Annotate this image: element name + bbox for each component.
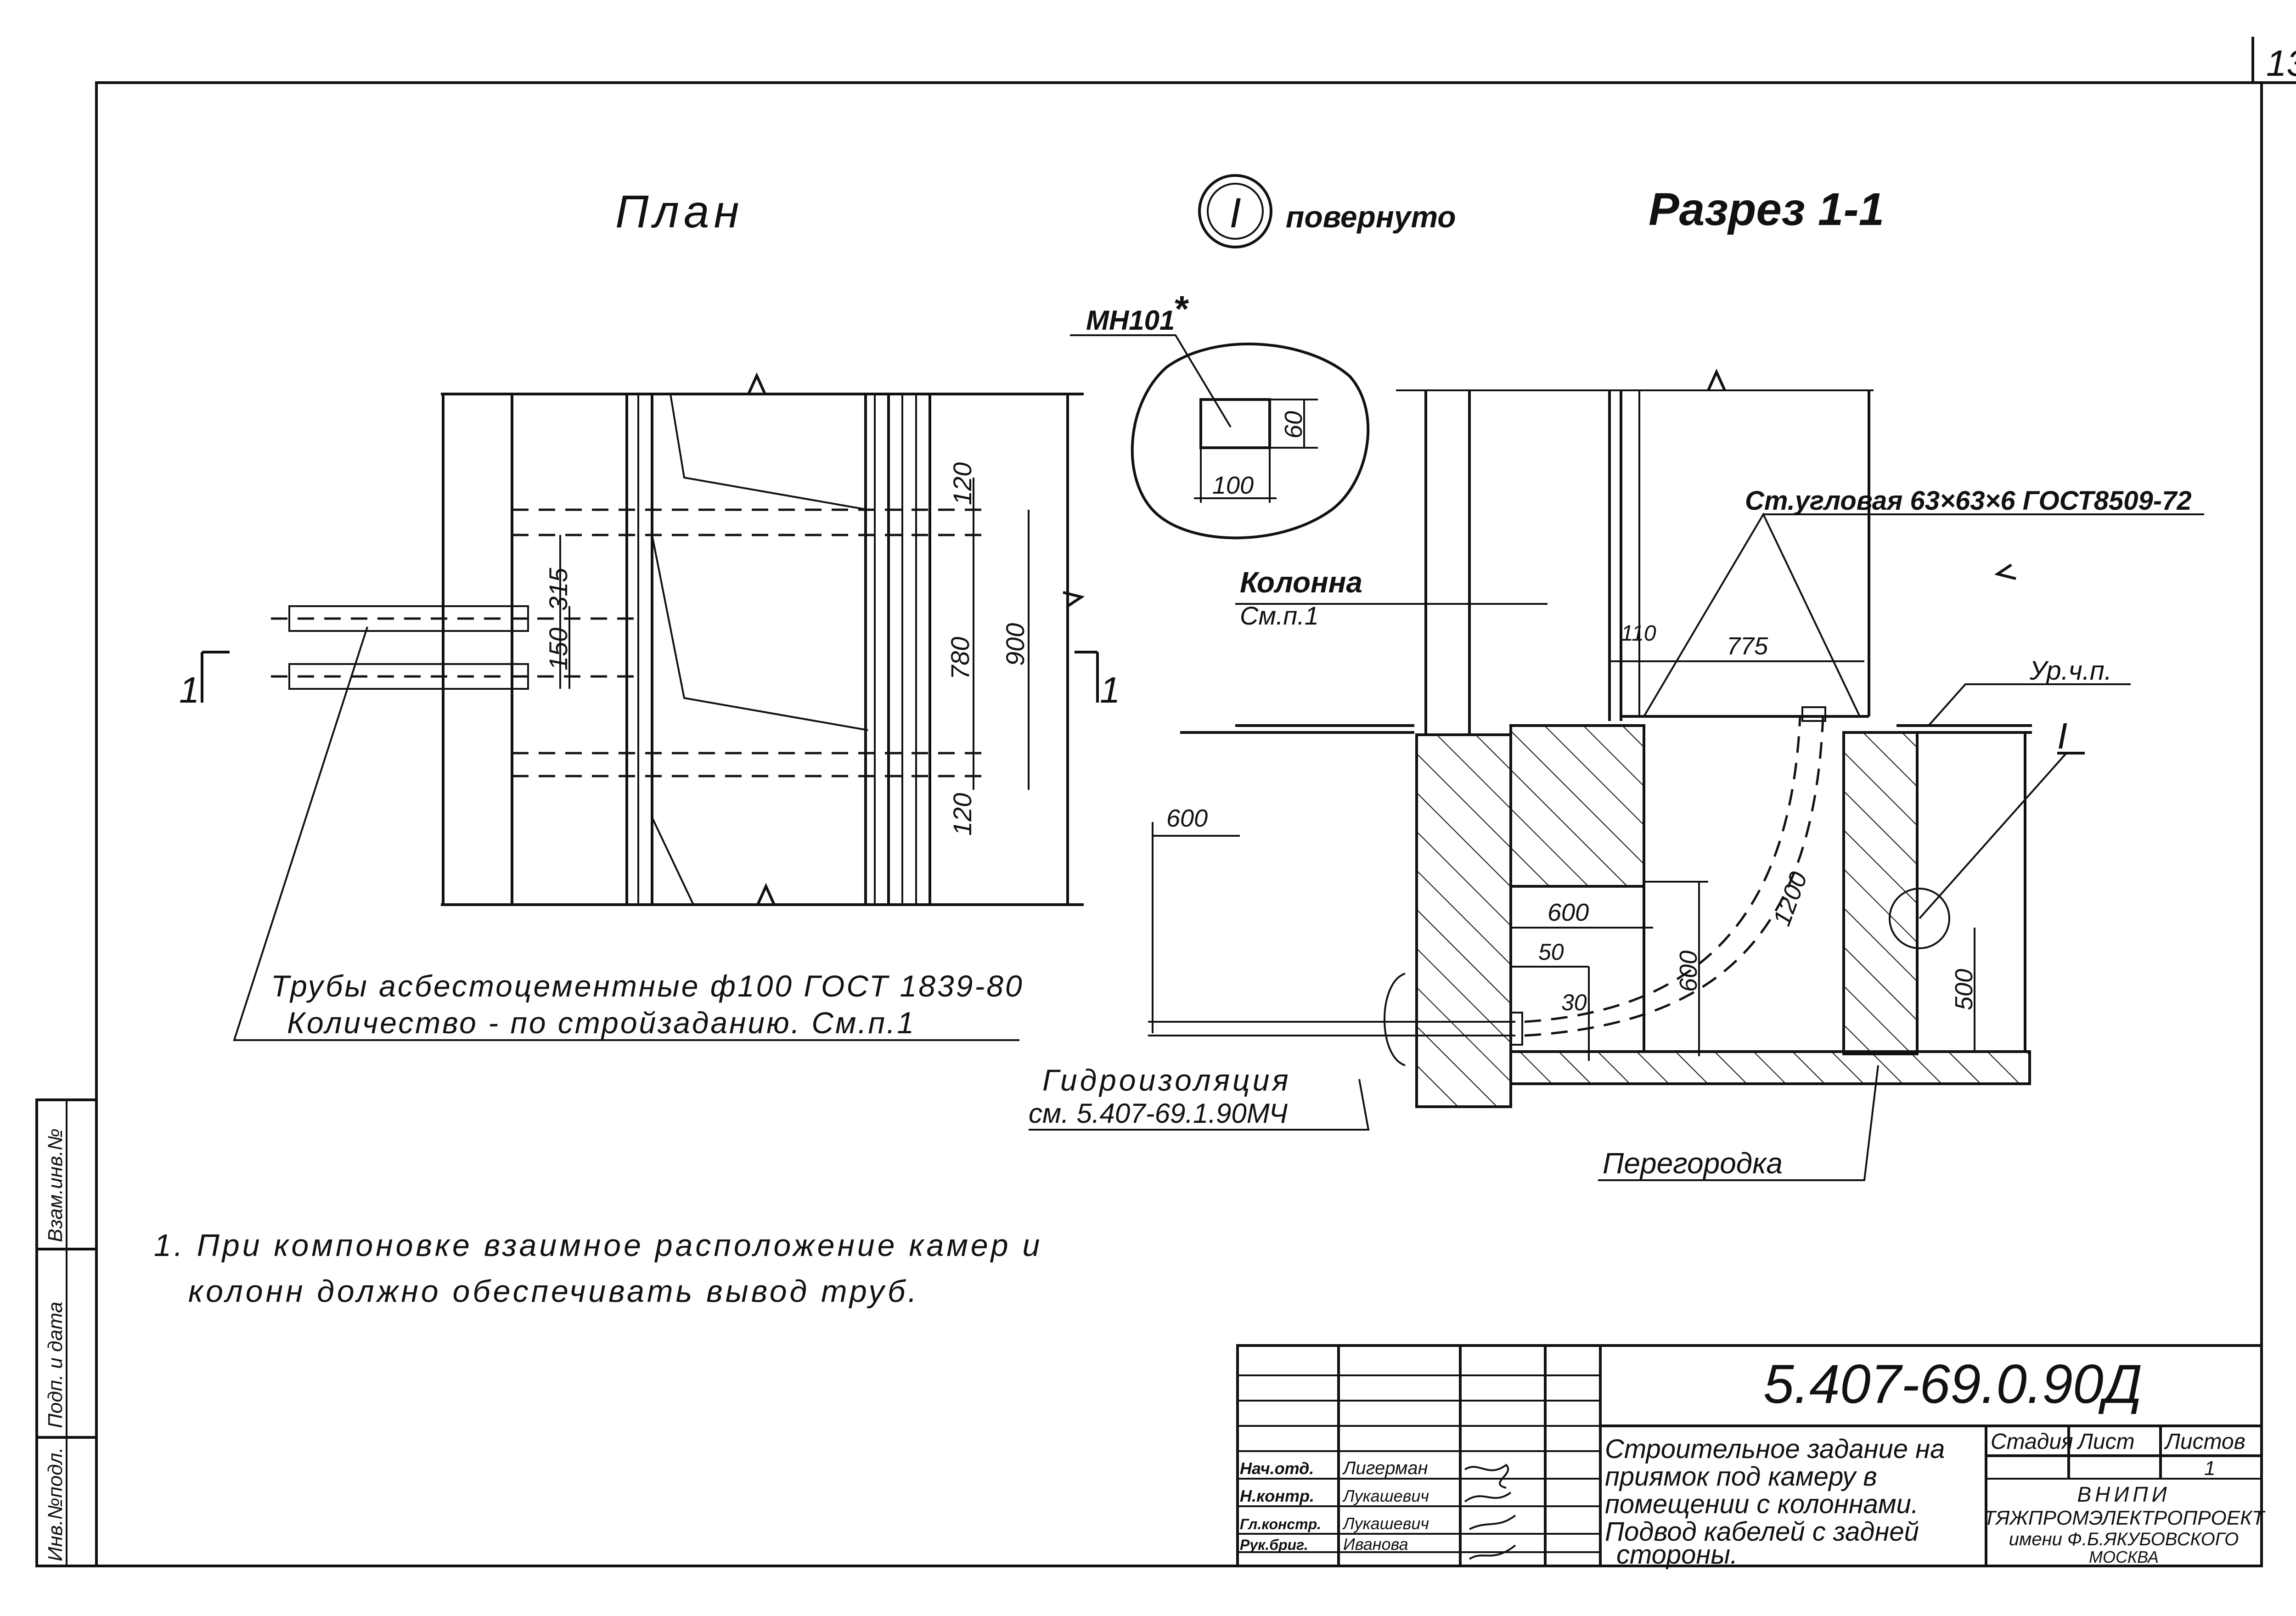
title-description: Строительное задание на приямок под каме… xyxy=(1605,1434,1945,1570)
svg-text:МОСКВА: МОСКВА xyxy=(2089,1548,2159,1566)
svg-text:приямок под камеру в: приямок под камеру в xyxy=(1605,1462,1877,1492)
svg-text:ТЯЖПРОМЭЛЕКТРОПРОЕКТ: ТЯЖПРОМЭЛЕКТРОПРОЕКТ xyxy=(1983,1507,2266,1529)
section-view xyxy=(1029,368,2204,1181)
angle-callout: Ст.угловая 63×63×6 ГОСТ8509-72 xyxy=(1745,486,2192,516)
svg-text:имени Ф.Б.ЯКУБОВСКОГО: имени Ф.Б.ЯКУБОВСКОГО xyxy=(2009,1529,2239,1549)
detail-mh101 xyxy=(1070,334,1370,540)
sheets-value: 1 xyxy=(2204,1457,2215,1480)
sheet-number: 13 xyxy=(2266,43,2296,84)
svg-text:600: 600 xyxy=(1166,805,1208,832)
svg-text:Н.контр.: Н.контр. xyxy=(1240,1486,1314,1505)
header-sheet: Лист xyxy=(2077,1430,2135,1454)
detail-dim-height: 60 xyxy=(1280,411,1307,439)
svg-text:600: 600 xyxy=(1548,899,1589,926)
svg-text:315: 315 xyxy=(544,568,573,611)
section-mark-label: I xyxy=(1229,190,1241,236)
side-stamp-col1: Инв.№подл. xyxy=(44,1447,67,1561)
header-sheets: Листов xyxy=(2164,1430,2245,1454)
title-block xyxy=(1236,1344,2263,1567)
column-label: Колонна xyxy=(1240,566,1362,599)
plan-cut-mark-left: 1 xyxy=(179,670,200,710)
column-ref: См.п.1 xyxy=(1240,601,1319,630)
side-stamp-col3: Взам.инв.№ xyxy=(44,1128,67,1242)
level-label: Ур.ч.п. xyxy=(2029,656,2112,686)
svg-text:780: 780 xyxy=(945,637,974,680)
plan-dimensions: 120 780 900 120 315 150 xyxy=(544,462,1030,836)
svg-text:150: 150 xyxy=(544,628,573,670)
waterproofing-line1: Гидроизоляция xyxy=(1042,1063,1291,1097)
svg-text:120: 120 xyxy=(948,462,977,505)
detail-roman-mark: I xyxy=(2057,715,2067,756)
waterproofing-line2: см. 5.407-69.1.90МЧ xyxy=(1029,1098,1288,1129)
plan-title: План xyxy=(615,186,744,237)
svg-text:110: 110 xyxy=(1621,621,1656,646)
svg-text:Лукашевич: Лукашевич xyxy=(1342,1486,1429,1505)
pipes-callout-line1: Трубы асбестоцементные ф100 ГОСТ 1839-80 xyxy=(271,969,1024,1003)
svg-text:стороны.: стороны. xyxy=(1616,1540,1738,1570)
svg-text:30: 30 xyxy=(1561,990,1587,1015)
svg-text:900: 900 xyxy=(1001,623,1030,666)
document-code: 5.407-69.0.90Д xyxy=(1763,1353,2142,1415)
plan-cut-mark-right: 1 xyxy=(1100,670,1120,710)
pipes-callout-line2: Количество - по стройзаданию. См.п.1 xyxy=(287,1006,916,1040)
side-stamp xyxy=(35,1098,98,1567)
header-stage: Стадия xyxy=(1991,1430,2073,1454)
sheet-frame xyxy=(95,37,2296,1567)
svg-text:Лукашевич: Лукашевич xyxy=(1342,1514,1429,1533)
svg-text:120: 120 xyxy=(948,793,977,836)
section-dimensions: 110 775 600 600 50 30 600 1200 500 xyxy=(1166,621,1978,1015)
detail-dim-width: 100 xyxy=(1212,472,1254,499)
detail-label: МН101 xyxy=(1086,305,1175,336)
partition-label: Перегородка xyxy=(1603,1147,1783,1180)
svg-text:Рук.бриг.: Рук.бриг. xyxy=(1240,1537,1308,1553)
organization: ВНИПИ ТЯЖПРОМЭЛЕКТРОПРОЕКТ имени Ф.Б.ЯКУ… xyxy=(1983,1482,2266,1566)
svg-text:Нач.отд.: Нач.отд. xyxy=(1240,1459,1314,1478)
svg-text:ВНИПИ: ВНИПИ xyxy=(2077,1482,2170,1506)
note-line2: колонн должно обеспечивать вывод труб. xyxy=(188,1274,919,1309)
svg-text:500: 500 xyxy=(1950,969,1978,1010)
signers: Нач.отд. Лигерман Н.контр. Лукашевич Гл.… xyxy=(1240,1458,1429,1554)
svg-text:помещении с колоннами.: помещении с колоннами. xyxy=(1605,1489,1919,1519)
svg-text:Гл.констр.: Гл.констр. xyxy=(1240,1516,1321,1532)
section-mark-note: повернуто xyxy=(1286,200,1456,234)
section-mark-symbol xyxy=(1198,174,1272,248)
svg-text:Лигерман: Лигерман xyxy=(1342,1458,1428,1478)
svg-text:Подвод кабелей с задней: Подвод кабелей с задней xyxy=(1605,1517,1919,1547)
side-stamp-col2: Подп. и дата xyxy=(44,1302,67,1428)
svg-text:Строительное задание на: Строительное задание на xyxy=(1605,1434,1945,1464)
plan-view xyxy=(201,372,1099,906)
svg-text:Иванова: Иванова xyxy=(1343,1535,1408,1554)
note-line1: 1. При компоновке взаимное расположение … xyxy=(154,1228,1042,1263)
svg-text:600: 600 xyxy=(1675,951,1702,992)
svg-text:775: 775 xyxy=(1727,632,1768,660)
svg-text:1200: 1200 xyxy=(1768,868,1812,929)
svg-text:50: 50 xyxy=(1538,939,1564,965)
section-title: Разрез 1-1 xyxy=(1649,184,1884,235)
detail-asterisk: * xyxy=(1173,288,1189,329)
